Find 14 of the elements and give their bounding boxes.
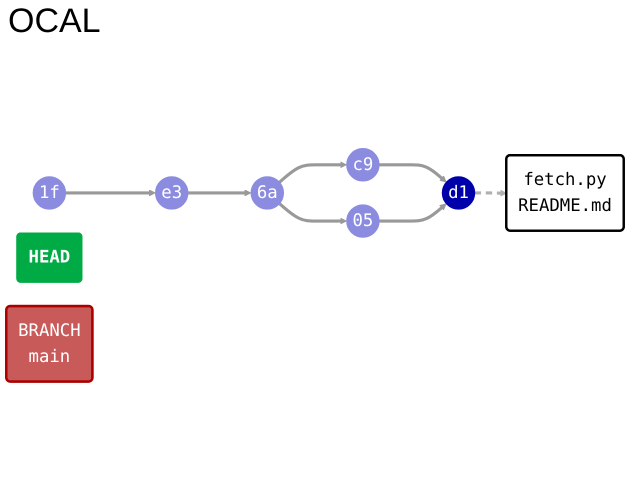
arrow: [66, 189, 156, 196]
node-circle: e3: [154, 176, 188, 210]
arrow: [188, 189, 252, 196]
node-circle: d1: [442, 176, 476, 210]
arrow: [379, 203, 447, 223]
heading: OCAL: [8, 2, 101, 41]
arrow: [474, 190, 507, 197]
arrow: [278, 161, 347, 184]
node-circle: 05: [346, 204, 380, 238]
node-circle: 1f: [32, 176, 66, 210]
arrow: [278, 202, 347, 224]
node-circle: c9: [346, 148, 380, 182]
arrow: [379, 163, 447, 182]
node-circle: 6a: [250, 176, 284, 210]
